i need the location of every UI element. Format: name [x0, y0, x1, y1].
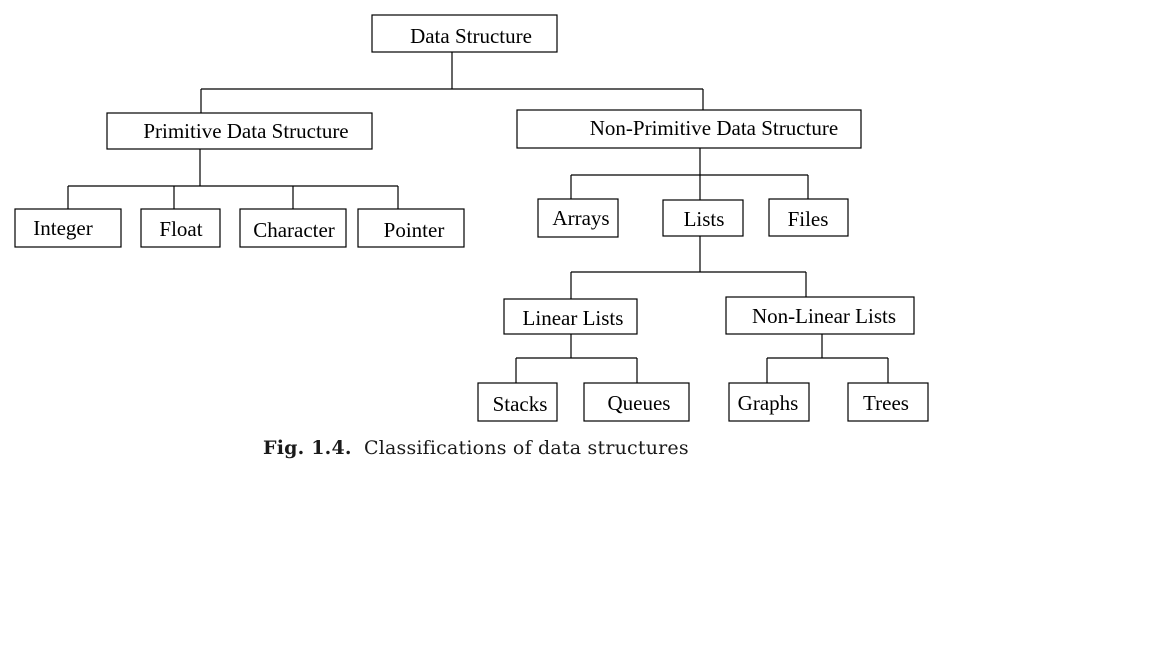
node-integer: Integer [14, 208, 122, 248]
node-label: Character [253, 218, 335, 242]
node-character: Character [239, 208, 347, 248]
node-arrays: Arrays [537, 198, 619, 238]
node-label: Queues [608, 391, 671, 415]
node-queues: Queues [583, 382, 690, 422]
node-label: Graphs [738, 391, 799, 415]
node-label: Stacks [493, 392, 548, 416]
connector-root [200, 52, 704, 113]
node-label: Primitive Data Structure [143, 119, 348, 143]
node-stacks: Stacks [477, 382, 558, 422]
node-label: Files [788, 207, 829, 231]
node-label: Non-Primitive Data Structure [590, 116, 838, 140]
node-label: Data Structure [410, 24, 532, 48]
connectors [67, 52, 889, 383]
node-pointer: Pointer [357, 208, 465, 248]
node-label: Float [159, 217, 202, 241]
connector-lists [570, 236, 807, 299]
figure-number: Fig. 1.4. [263, 437, 352, 459]
node-label: Trees [863, 391, 909, 415]
node-linear-lists: Linear Lists [503, 298, 638, 335]
node-primitive-data-structure: Primitive Data Structure [106, 112, 373, 150]
node-label: Non-Linear Lists [752, 304, 896, 328]
node-float: Float [140, 208, 221, 248]
connector-non-primitive [570, 148, 809, 200]
node-trees: Trees [847, 382, 929, 422]
node-label: Pointer [384, 218, 445, 242]
node-label: Linear Lists [523, 306, 624, 330]
node-graphs: Graphs [728, 382, 810, 422]
node-files: Files [768, 198, 849, 237]
figure-caption-text: Classifications of data structures [363, 437, 689, 459]
node-label: Lists [684, 207, 725, 231]
data-structure-tree-diagram: Data Structure Primitive Data Structure … [14, 14, 929, 422]
connector-linear-lists [515, 334, 638, 383]
node-label: Arrays [552, 206, 609, 230]
node-data-structure: Data Structure [371, 14, 558, 53]
connector-non-linear-lists [766, 334, 889, 383]
node-lists: Lists [662, 199, 744, 237]
node-non-primitive-data-structure: Non-Primitive Data Structure [516, 109, 862, 149]
connector-primitive [67, 149, 399, 209]
node-label: Integer [33, 216, 92, 240]
figure-caption: Fig. 1.4. Classifications of data struct… [263, 437, 689, 459]
node-non-linear-lists: Non-Linear Lists [725, 296, 915, 335]
